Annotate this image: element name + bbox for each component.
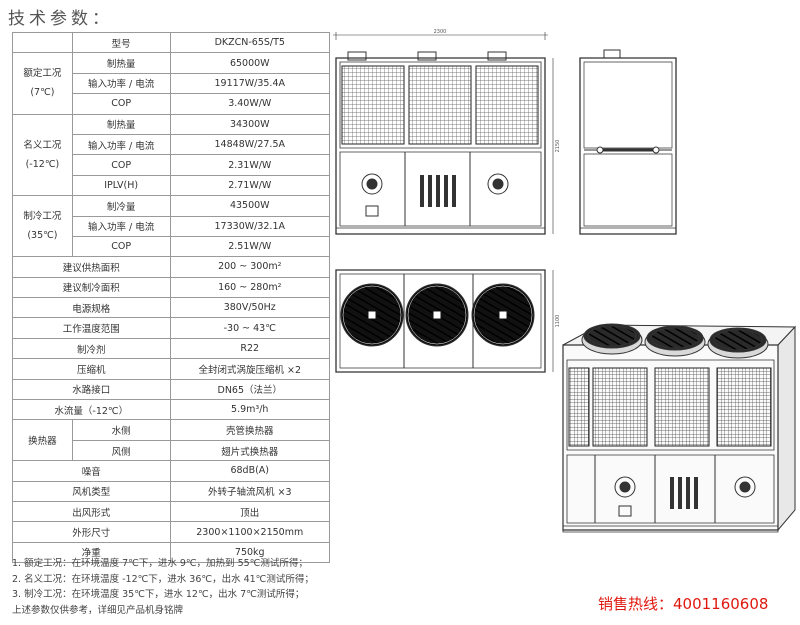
lower-panel	[340, 152, 541, 226]
sales-hotline: 销售热线：4001160608	[598, 595, 769, 613]
footnote: 2. 名义工况：在环境温度 -12℃下，进水 36℃，出水 41℃测试所得；	[12, 573, 314, 585]
fan-cap	[418, 52, 436, 60]
group-name: 额定工况	[23, 68, 62, 80]
width-dimension: 2300	[434, 29, 447, 35]
top-view-drawing: 1100	[336, 270, 561, 372]
coil-grille	[655, 368, 709, 446]
group-condition: (35℃)	[27, 230, 58, 242]
row-value: 750kg	[169, 541, 331, 564]
coil-grille	[342, 66, 404, 144]
table-row: COP 2.31W/W	[13, 154, 331, 176]
table-row: 风侧 翅片式换热器	[13, 439, 331, 462]
table-row: 风机类型外转子轴流风机 ×3	[12, 480, 331, 502]
group-condition: (-12℃)	[25, 158, 60, 170]
compressor-port	[488, 174, 508, 194]
group-label-nominal: 名义工况 (-12℃)	[12, 113, 73, 197]
base-frame	[336, 228, 545, 234]
group-condition: (7℃)	[30, 87, 55, 99]
coil-grille	[409, 66, 471, 144]
depth-dimension: 1100	[555, 315, 561, 328]
coil-frame	[340, 62, 541, 148]
spec-table: 型号 DKZCN-65S/T5 额定工况(7℃) 制热量 65000W 输入功率…	[12, 31, 331, 564]
side-surface	[778, 327, 795, 530]
top-cabinet	[336, 270, 545, 372]
table-row: 水流量（-12℃）5.9m³/h	[12, 399, 331, 421]
isometric-view-drawing	[563, 324, 795, 532]
fan-cap	[488, 52, 506, 60]
compressor-port	[735, 477, 755, 497]
side-view-drawing	[580, 50, 676, 234]
table-row: 输入功率 / 电流 17330W/32.1A	[13, 215, 331, 237]
table-row: 输入功率 / 电流 19117W/35.4A	[13, 72, 331, 95]
coil-grille	[593, 368, 647, 446]
table-row: 换热器 水侧 壳管换热器	[12, 419, 331, 462]
side-cabinet	[580, 58, 676, 234]
footnote: 3. 制冷工况：在环境温度 35℃下，进水 12℃，出水 7℃测试所得；	[12, 589, 305, 601]
group-label-rated: 额定工况 (7℃)	[12, 52, 73, 115]
table-row: 出风形式顶出	[12, 500, 331, 523]
compressor-port	[615, 477, 635, 497]
footnote: 1. 额定工况：在环境温度 7℃下，进水 9℃，加热到 55℃测试所得；	[12, 558, 308, 569]
fan-cap	[604, 50, 620, 58]
louvre-vents	[670, 477, 698, 509]
page-title: 技术参数：	[8, 9, 113, 29]
coil-grille	[476, 66, 538, 144]
table-row: 制冷工况(35℃) 制冷量 43500W	[12, 195, 331, 258]
base-frame	[563, 526, 778, 532]
side-grille	[569, 368, 589, 446]
louvre-vents	[420, 175, 456, 207]
group-name: 名义工况	[23, 139, 62, 151]
table-row: 额定工况(7℃) 制热量 65000W	[12, 52, 331, 115]
table-row: 工作温度范围-30 ~ 43℃	[12, 317, 331, 339]
group-label-cooling: 制冷工况 (35℃)	[12, 195, 73, 258]
table-row: IPLV(H) 2.71W/W	[13, 174, 331, 197]
control-box	[366, 206, 378, 216]
group-name: 制冷工况	[23, 211, 62, 223]
compressor-port	[362, 174, 382, 194]
footnote: 上述参数仅供参考，详细见产品机身铭牌	[12, 604, 184, 616]
fan-cap	[348, 52, 366, 60]
table-row: 压缩机全封闭式涡旋压缩机 ×2	[12, 358, 331, 380]
table-row: 名义工况(-12℃) 制热量 34300W	[12, 113, 331, 197]
footnotes: 1. 额定工况：在环境温度 7℃下，进水 9℃，加热到 55℃测试所得； 2. …	[12, 556, 314, 618]
front-view-drawing: 2300 2150	[333, 29, 561, 234]
height-dimension: 2150	[555, 140, 561, 153]
coil-grille	[717, 368, 771, 446]
control-box	[619, 506, 631, 516]
